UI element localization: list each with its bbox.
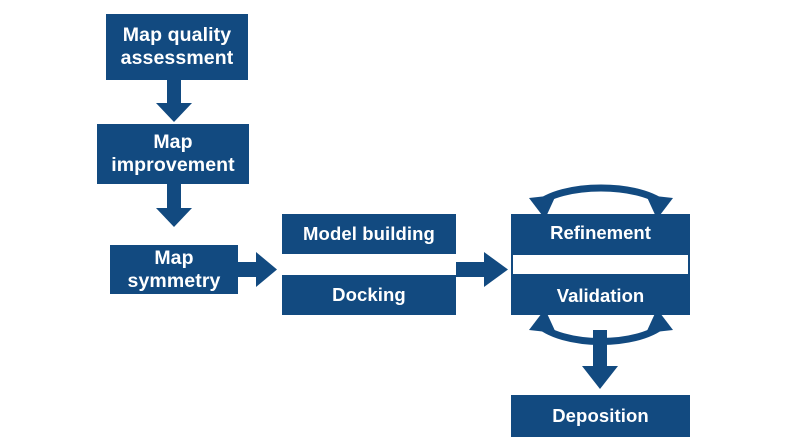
node-map-quality-assessment[interactable]: Map quality assessment — [106, 14, 248, 80]
node-label: Deposition — [552, 405, 649, 427]
connector-map-improvement-to-map-symmetry — [156, 184, 192, 227]
node-label: Map improvement — [111, 131, 235, 176]
node-label: Map quality assessment — [120, 24, 234, 69]
refinement-validation-cycle-block: Refinement Validation — [511, 214, 690, 315]
cycle-gap-band — [511, 252, 690, 277]
node-label: Validation — [556, 285, 645, 306]
connector-map-symmetry-to-model-docking — [238, 252, 277, 287]
node-label: Map symmetry — [127, 246, 221, 292]
node-validation[interactable]: Validation — [511, 277, 690, 315]
node-deposition[interactable]: Deposition — [511, 395, 690, 437]
node-map-symmetry[interactable]: Map symmetry — [110, 245, 238, 294]
connector-map-quality-to-map-improvement — [156, 80, 192, 122]
cycle-gap-inner — [513, 255, 688, 274]
node-model-building[interactable]: Model building — [282, 214, 456, 254]
node-label: Model building — [303, 223, 435, 245]
connector-model-docking-to-cycle — [456, 252, 508, 287]
node-label: Refinement — [550, 222, 651, 243]
node-docking[interactable]: Docking — [282, 275, 456, 315]
node-refinement[interactable]: Refinement — [511, 214, 690, 252]
connector-cycle-to-deposition — [582, 330, 618, 389]
node-label: Docking — [332, 284, 406, 306]
node-map-improvement[interactable]: Map improvement — [97, 124, 249, 184]
